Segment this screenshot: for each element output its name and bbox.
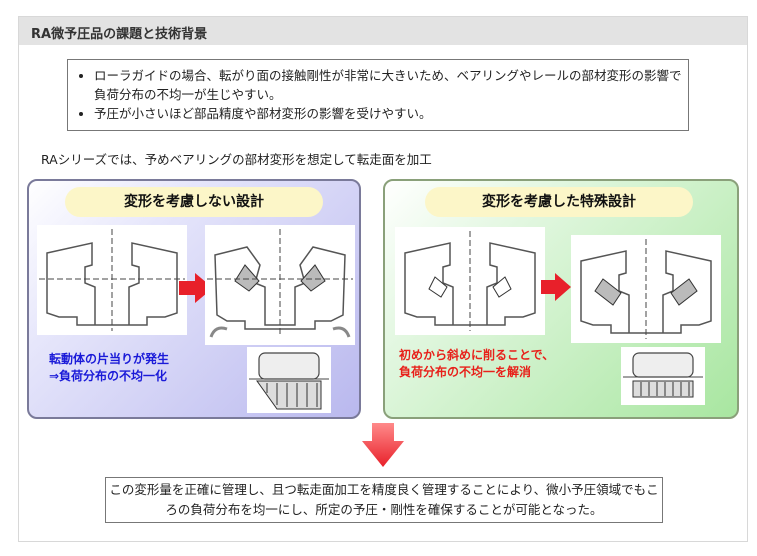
panel-title: 変形を考慮した特殊設計 — [425, 187, 693, 217]
intro-text: RAシリーズでは、予めベアリングの部材変形を想定して転走面を加工 — [41, 152, 432, 167]
notes-box: ローラガイドの場合、転がり面の接触剛性が非常に大きいため、ベアリングやレールの部… — [67, 59, 689, 131]
roller-uniform-diagram — [621, 347, 705, 405]
caption-line: ⇒負荷分布の不均一化 — [49, 369, 168, 383]
note-item: ローラガイドの場合、転がり面の接触剛性が非常に大きいため、ベアリングやレールの部… — [94, 66, 688, 104]
panel-without-deformation: 変形を考慮しない設計 転動体の片当りが発生 ⇒負荷分布の不均一化 — [27, 179, 361, 419]
caption-line: 負荷分布の不均一を解消 — [399, 365, 532, 379]
right-caption: 初めから斜めに削ることで、 負荷分布の不均一を解消 — [399, 347, 554, 381]
right-arrow-icon — [179, 273, 213, 303]
down-arrow-icon — [362, 423, 404, 467]
block-precut-diagram — [395, 227, 545, 335]
roller-uneven-diagram — [247, 347, 331, 413]
panel-title: 変形を考慮しない設計 — [65, 187, 323, 217]
block-uniform-diagram — [571, 235, 721, 343]
section-header: RA微予圧品の課題と技術背景 — [19, 17, 747, 45]
right-arrow-icon — [541, 273, 571, 301]
block-deformed-diagram — [205, 225, 355, 345]
block-before-diagram — [37, 225, 187, 335]
conclusion-box: この変形量を正確に管理し、且つ転走面加工を精度良く管理することにより、微小予圧領… — [105, 477, 663, 523]
caption-line: 転動体の片当りが発生 — [49, 352, 170, 366]
section-title: RA微予圧品の課題と技術背景 — [31, 27, 208, 42]
content-frame: RA微予圧品の課題と技術背景 ローラガイドの場合、転がり面の接触剛性が非常に大き… — [18, 16, 748, 542]
note-item: 予圧が小さいほど部品精度や部材変形の影響を受けやすい。 — [94, 104, 688, 123]
panel-with-deformation: 変形を考慮した特殊設計 初めから斜めに削ることで、 負荷分布の不均一を解消 — [383, 179, 739, 419]
left-caption: 転動体の片当りが発生 ⇒負荷分布の不均一化 — [49, 351, 169, 385]
caption-line: 初めから斜めに削ることで、 — [399, 348, 555, 362]
